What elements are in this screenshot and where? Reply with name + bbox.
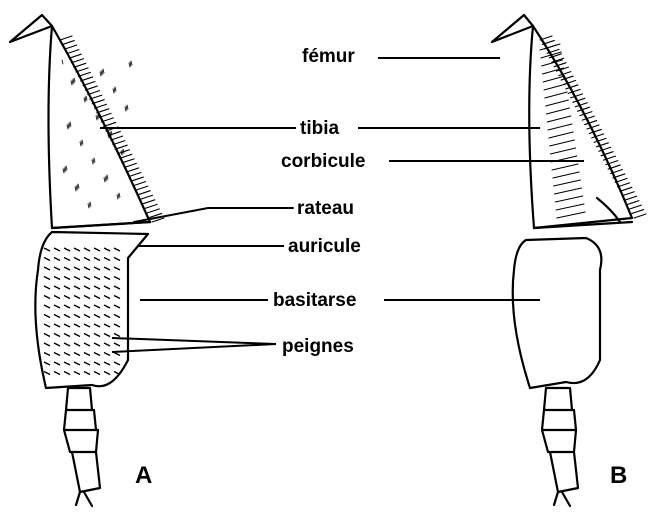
leader-peignes-2 [112, 344, 276, 352]
label-corbicule: corbicule [281, 151, 365, 172]
panel-label-b: B [610, 462, 627, 489]
panel-label-a: A [135, 462, 152, 489]
leg-b-illustration [492, 15, 646, 506]
label-femur: fémur [302, 46, 355, 67]
label-basitarse: basitarse [273, 290, 356, 311]
label-peignes: peignes [282, 336, 354, 357]
label-auricule: auricule [288, 236, 361, 257]
label-rateau: rateau [297, 198, 354, 219]
leader-peignes-1 [112, 338, 276, 344]
leg-a-illustration [10, 15, 164, 506]
label-tibia: tibia [300, 118, 339, 139]
